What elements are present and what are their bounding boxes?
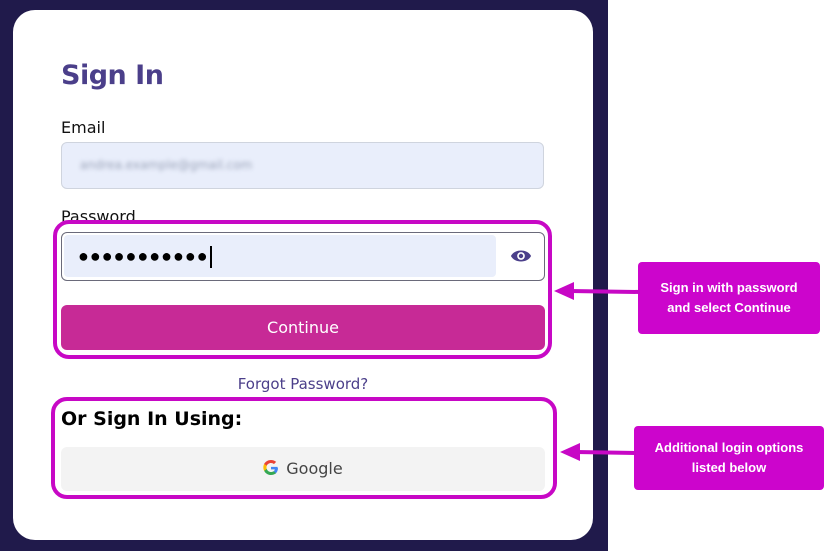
google-logo-icon: [263, 460, 279, 475]
password-callout-arrow: [554, 282, 641, 300]
email-value: andrea.example@gmail.com: [80, 158, 253, 172]
password-callout: Sign in with password and select Continu…: [638, 262, 820, 334]
google-button-label: Google: [286, 459, 343, 478]
forgot-password-link[interactable]: Forgot Password?: [237, 375, 369, 393]
password-callout-text: Sign in with password and select Continu…: [660, 280, 798, 315]
password-section-highlight: [53, 220, 552, 359]
email-label: Email: [61, 118, 106, 137]
email-field[interactable]: andrea.example@gmail.com: [61, 142, 544, 189]
options-callout-arrow: [560, 443, 637, 461]
page-title: Sign In: [61, 60, 164, 91]
eye-icon[interactable]: [510, 246, 532, 266]
options-callout-text: Additional login options listed below: [654, 440, 804, 475]
password-value: ●●●●●●●●●●●: [78, 246, 212, 269]
password-field[interactable]: ●●●●●●●●●●●: [64, 235, 496, 277]
or-sign-in-using-heading: Or Sign In Using:: [61, 408, 243, 430]
continue-button[interactable]: Continue: [61, 305, 545, 350]
options-callout: Additional login options listed below: [634, 426, 824, 490]
login-options-highlight: [51, 397, 557, 499]
password-field-wrapper: ●●●●●●●●●●●: [61, 232, 545, 281]
google-sign-in-button[interactable]: Google: [61, 447, 545, 491]
